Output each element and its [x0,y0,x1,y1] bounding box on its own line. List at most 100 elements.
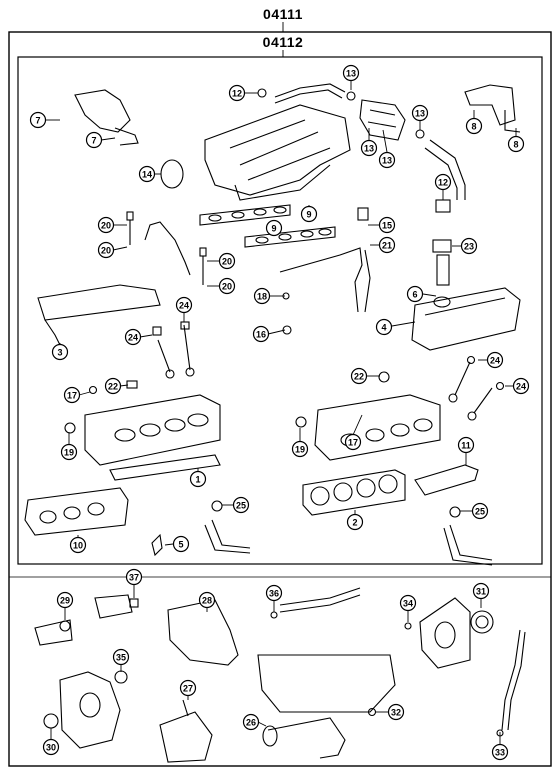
valve-cover-right [411,287,521,351]
callout-22b: 22 [350,367,380,385]
callout-17a: 17 [63,386,91,404]
valves [157,324,493,421]
callout-24b: 24 [175,296,193,322]
callout-32: 32 [376,703,405,721]
svg-text:1: 1 [195,475,200,485]
callout-13d: 13 [378,129,396,169]
timing-cover-center [167,599,239,666]
svg-text:30: 30 [46,743,56,753]
svg-text:9: 9 [271,224,276,234]
water-outlet-right [464,84,521,133]
callout-9b: 9 [300,205,318,223]
svg-text:7: 7 [91,136,96,146]
head-gasket-right [302,469,406,516]
callout-9a: 9 [265,219,283,237]
svg-text:6: 6 [412,290,417,300]
callout-3: 3 [51,343,69,361]
svg-text:28: 28 [202,596,212,606]
svg-text:26: 26 [246,718,256,728]
callout-23: 23 [452,237,478,255]
svg-text:4: 4 [381,323,386,333]
callout-27: 27 [179,679,197,700]
callout-24d: 24 [505,377,530,395]
callout-19a: 19 [60,432,78,461]
svg-text:37: 37 [129,573,139,583]
svg-text:20: 20 [101,221,111,231]
throttle-body [359,99,406,141]
svg-text:17: 17 [67,391,77,401]
callout-13a: 13 [342,64,360,90]
svg-text:27: 27 [183,684,193,694]
callout-10: 10 [69,535,87,554]
water-outlet-left [74,89,139,146]
svg-text:24: 24 [128,333,138,343]
svg-text:22: 22 [354,372,364,382]
callout-1: 1 [189,468,207,488]
callout-18: 18 [253,287,285,305]
callout-4: 4 [375,318,416,336]
callout-36: 36 [265,584,283,612]
hose-assembly-center [279,207,371,313]
svg-text:7: 7 [35,116,40,126]
svg-text:23: 23 [464,242,474,252]
oil-pipe-36 [279,587,361,613]
o-ring-large [160,159,184,189]
callout-17b: 17 [344,414,363,451]
air-pipe-top [274,83,346,104]
callout-30: 30 [42,728,60,756]
outer-kit-code: 04111 [263,6,303,22]
rear-cover-right [419,597,471,669]
callout-26: 26 [242,713,267,731]
callout-28: 28 [198,591,216,612]
svg-text:3: 3 [57,348,62,358]
callout-34: 34 [399,594,417,622]
svg-text:14: 14 [142,170,152,180]
callout-31: 31 [472,582,490,608]
svg-text:13: 13 [364,144,374,154]
callout-21: 21 [370,236,396,254]
svg-text:25: 25 [236,501,246,511]
svg-text:20: 20 [222,257,232,267]
callout-13b: 13 [411,104,429,130]
svg-text:36: 36 [269,589,279,599]
water-pump-gasket [34,594,133,646]
pipes-25 [204,519,493,566]
svg-text:12: 12 [232,89,242,99]
callout-6: 6 [406,285,437,303]
callout-12b: 12 [434,173,452,200]
svg-text:5: 5 [178,540,183,550]
svg-text:24: 24 [179,301,189,311]
intake-gaskets-9 [199,204,336,248]
svg-text:25: 25 [475,507,485,517]
valve-cover-gasket-left [37,284,161,346]
oil-pan-gasket [257,654,396,713]
svg-text:8: 8 [513,140,518,150]
svg-text:32: 32 [391,708,401,718]
svg-text:15: 15 [382,221,392,231]
callout-35: 35 [112,648,130,672]
callout-11: 11 [457,436,475,465]
callout-25b: 25 [460,502,489,520]
small-seals [43,88,505,737]
svg-text:18: 18 [257,292,267,302]
svg-text:13: 13 [382,156,392,166]
svg-text:17: 17 [348,438,358,448]
callout-29: 29 [56,591,74,620]
svg-text:21: 21 [382,241,392,251]
callout-5: 5 [164,535,190,553]
callout-13c: 13 [360,128,378,157]
callout-20b: 20 [97,241,128,259]
svg-text:2: 2 [352,518,357,528]
svg-text:22: 22 [108,382,118,392]
callout-14: 14 [138,165,161,183]
exhaust-gasket-right [414,464,479,496]
svg-text:19: 19 [64,448,74,458]
svg-text:8: 8 [471,122,476,132]
callout-2: 2 [346,510,364,531]
oil-filler-23 [432,239,452,308]
svg-text:24: 24 [490,356,500,366]
callout-7a: 7 [29,111,60,129]
svg-text:24: 24 [516,382,526,392]
svg-text:29: 29 [60,596,70,606]
inner-kit-code: 04112 [262,34,304,50]
